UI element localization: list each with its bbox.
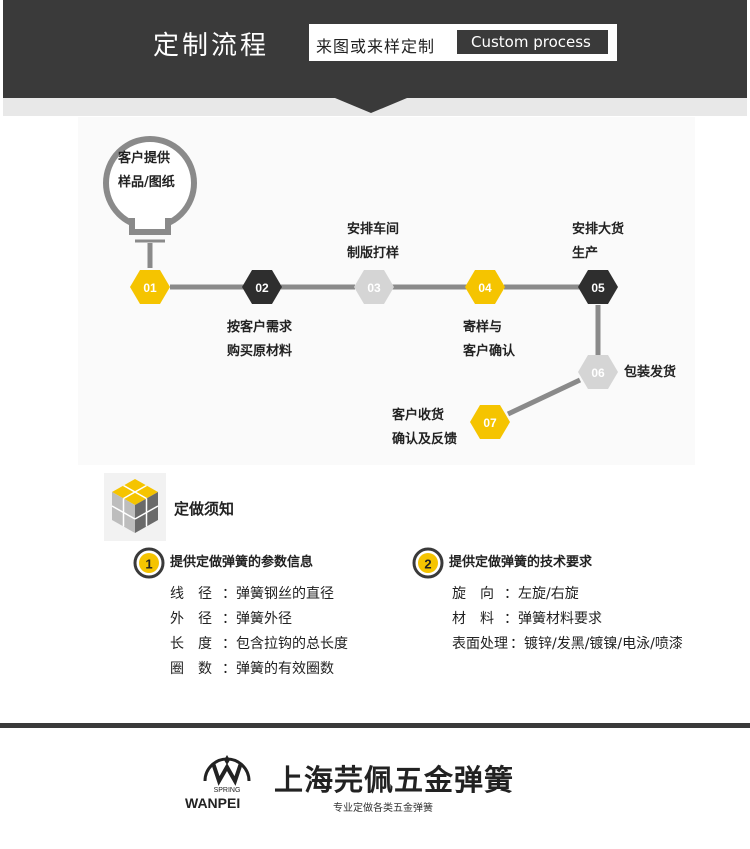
section1-item-value: ：弹簧钢丝的直径 [222,586,334,602]
section2-heading: 提供定做弹簧的技术要求 [449,555,593,570]
footer-divider [0,723,750,728]
section1-item-value: ：弹簧外径 [222,611,292,627]
svg-text:1: 1 [145,557,152,572]
cube-logo-icon [104,473,166,541]
step-05-label-1: 安排大货 [572,222,625,237]
step-06-number: 06 [591,366,605,380]
section1-list: 线 径 ：弹簧钢丝的直径外 径 ：弹簧外径长 度 ：包含拉钩的总长度圈 数 ：弹簧的有效… [170,582,348,682]
section1-item-key: 线 径 [170,586,212,602]
section2-item-value: ：镀锌/发黑/镀镍/电泳/喷漆 [510,636,683,652]
step-04-hexagon-shape [465,270,505,304]
section1-item-value: ：包含拉钩的总长度 [222,636,348,652]
number-1-badge-icon: 1 [133,547,165,579]
wanpei-logo-icon: SPRING [203,755,251,794]
section1-item-key: 外 径 [170,611,212,627]
section1-item: 线 径 ：弹簧钢丝的直径 [170,582,348,607]
step-07-number: 07 [483,416,497,430]
flow-connectors [170,284,601,417]
step-07-hexagon: 07 [470,405,510,439]
svg-text:SPRING: SPRING [214,787,241,794]
step-07-hexagon-shape [470,405,510,439]
section2-item-value: ：左旋/右旋 [504,586,579,602]
step-02-number: 02 [255,281,269,295]
section2-item-value: ：弹簧材料要求 [504,611,602,627]
bulb-label-1: 客户提供 [118,151,171,166]
section1-item: 外 径 ：弹簧外径 [170,607,348,632]
section1-item-key: 圈 数 [170,661,212,677]
step-03-label-2: 制版打样 [347,246,400,261]
step-04-label-2: 客户确认 [463,344,516,359]
step-04-label-1: 寄样与 [463,320,503,335]
step-05-label-2: 生产 [572,246,599,261]
step-01-number: 01 [143,281,157,295]
section2-item-key: 旋 向 [452,586,494,602]
brand-slogan: 专业定做各类五金弹簧 [333,803,433,814]
svg-text:2: 2 [424,557,431,572]
flow-diagram: 01 02 03 04 05 06 07 [103,136,618,439]
header-subtitle-cn: 来图或来样定制 [316,37,436,56]
section2-item: 旋 向 ：左旋/右旋 [452,582,683,607]
section1-item: 长 度 ：包含拉钩的总长度 [170,632,348,657]
step-05-hexagon-shape [578,270,618,304]
step-07-label-1: 客户收货 [392,408,445,423]
section2-list: 旋 向 ：左旋/右旋材 料 ：弹簧材料要求表面处理：镀锌/发黑/镀镍/电泳/喷漆 [452,582,683,657]
step-06-hexagon-shape [578,355,618,389]
logo-name: WANPEI [185,795,241,811]
step-06-hexagon: 06 [578,355,618,389]
step-01-hexagon: 01 [130,270,170,304]
step-03-hexagon-shape [354,270,394,304]
step-02-label-1: 按客户需求 [227,320,293,335]
step-06-label-1: 包装发货 [624,365,677,380]
notes-title: 定做须知 [174,500,235,518]
step-05-hexagon: 05 [578,270,618,304]
step-03-label-1: 安排车间 [347,222,400,237]
page-title: 定制流程 [153,31,270,61]
header-down-arrow [335,98,407,113]
section1-item-key: 长 度 [170,636,212,652]
number-2-badge-icon: 2 [412,547,444,579]
step-02-label-2: 购买原材料 [227,344,293,359]
section1-heading: 提供定做弹簧的参数信息 [170,555,314,570]
section2-item: 材 料 ：弹簧材料要求 [452,607,683,632]
step-03-number: 03 [367,281,381,295]
step-07-label-2: 确认及反馈 [392,432,458,447]
step-04-hexagon: 04 [465,270,505,304]
section2-item: 表面处理：镀锌/发黑/镀镍/电泳/喷漆 [452,632,683,657]
section1-item: 圈 数 ：弹簧的有效圈数 [170,657,348,682]
bulb-label-2: 样品/图纸 [118,175,175,190]
section2-item-key: 材 料 [452,611,494,627]
step-02-hexagon-shape [242,270,282,304]
brand-name: 上海芫佩五金弹簧 [274,763,515,797]
header-subtitle-en: Custom process [457,30,608,54]
step-05-number: 05 [591,281,605,295]
step-01-hexagon-shape [130,270,170,304]
step-04-number: 04 [478,281,492,295]
section2-item-key: 表面处理 [452,636,508,652]
step-02-hexagon: 02 [242,270,282,304]
step-03-hexagon: 03 [354,270,394,304]
lightbulb-icon [103,136,197,268]
section1-item-value: ：弹簧的有效圈数 [222,661,334,677]
